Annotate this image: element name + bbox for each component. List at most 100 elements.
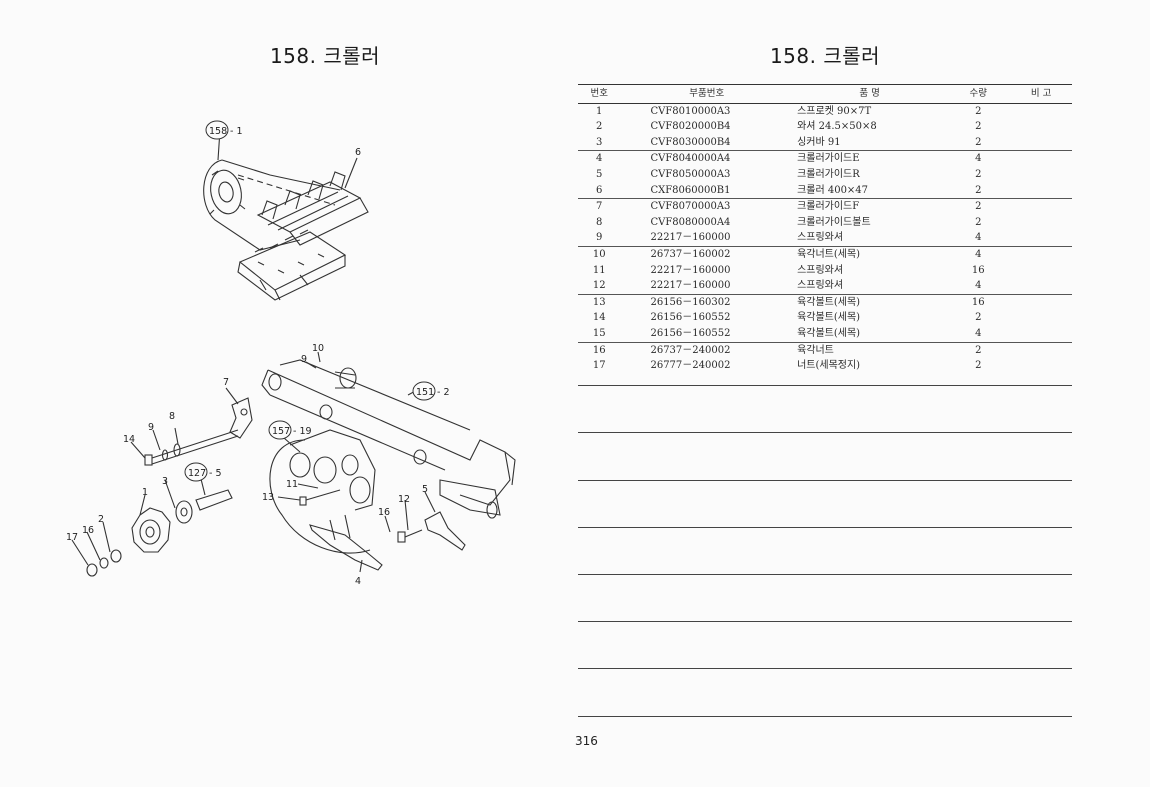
cell-remarks	[1010, 199, 1072, 215]
cell-remarks	[1010, 246, 1072, 262]
cell-qty: 2	[975, 216, 982, 228]
callout-127-label: 127	[188, 468, 206, 479]
part-number-4: 4	[355, 576, 361, 587]
cell-remarks	[1010, 215, 1072, 231]
exploded-parts-diagram: 158 - 1 151 - 2 157 - 19 127 - 5 1 2 3 4…	[66, 120, 516, 587]
cell-qty: 4	[975, 248, 982, 260]
callout-157-label: 157	[272, 426, 290, 437]
cell-no: 14	[592, 312, 606, 324]
blank-line	[578, 432, 1072, 433]
cell-name: 스프링와셔	[793, 230, 947, 247]
cell-name: 크롤러가이드볼트	[797, 216, 871, 228]
cell-no: 10	[592, 248, 606, 260]
cell-remarks	[1010, 325, 1072, 343]
cell-name: 싱커바 91	[793, 134, 947, 152]
cell-part-number: 26156－160552	[650, 312, 731, 324]
cell-part-number: CVF8030000B4	[620, 134, 794, 152]
cell-remarks	[1010, 134, 1072, 152]
callout-151-item: - 2	[437, 387, 450, 398]
cell-no: 2	[596, 121, 603, 133]
cell-qty: 16	[971, 264, 985, 276]
callout-158-item: - 1	[230, 126, 243, 137]
cell-qty: 2	[975, 344, 982, 356]
header-qty: 수량	[946, 84, 1011, 104]
cell-qty: 16	[971, 296, 985, 308]
track-frame-drawing	[71, 129, 516, 577]
cell-part-number: 26777－240002	[650, 360, 731, 372]
blank-line	[578, 385, 1072, 386]
cell-no: 16	[592, 344, 606, 356]
cell-remarks	[1010, 230, 1072, 247]
part-number-13: 13	[262, 492, 274, 503]
cell-remarks	[1010, 342, 1072, 358]
part-number-7: 7	[223, 377, 229, 388]
cell-part-number: 22217－160000	[650, 264, 731, 276]
part-number-12: 12	[398, 494, 410, 505]
cell-part-number: CVF8020000B4	[650, 121, 731, 133]
cell-qty: 2	[975, 312, 982, 324]
cell-no: 12	[578, 278, 621, 295]
cell-remarks	[1010, 182, 1072, 200]
part-number-9b: 9	[301, 354, 307, 365]
cell-remarks	[1010, 103, 1072, 119]
cell-part-number: CVF8050000A3	[650, 168, 731, 180]
cell-name: 와셔 24.5×50×8	[797, 121, 877, 133]
cell-name: 육각너트	[797, 344, 834, 356]
callout-127-bubble	[184, 462, 208, 482]
header-no: 번호	[578, 84, 621, 104]
cell-no: 5	[596, 168, 603, 180]
cell-part-number: CVF8040000A4	[650, 153, 731, 165]
crawler-track-drawing	[203, 159, 369, 301]
part-number-14: 14	[123, 434, 135, 445]
cell-remarks	[1010, 358, 1072, 374]
cell-qty: 2	[975, 360, 982, 372]
cell-part-number: CVF8010000A3	[650, 105, 731, 117]
cell-no: 11	[592, 264, 606, 276]
cell-no: 15	[578, 325, 621, 343]
cell-part-number: CVF8080000A4	[650, 216, 731, 228]
cell-no: 6	[578, 182, 621, 200]
cell-remarks	[1010, 167, 1072, 183]
part-number-16b: 16	[378, 507, 390, 518]
callout-157-bubble	[268, 420, 292, 440]
part-number-11: 11	[286, 479, 298, 490]
part-number-1: 1	[142, 487, 148, 498]
cell-remarks	[1010, 119, 1072, 135]
header-name: 품 명	[793, 84, 947, 104]
part-number-3: 3	[162, 476, 168, 487]
cell-remarks	[1010, 294, 1072, 310]
header-remarks: 비 고	[1010, 84, 1072, 104]
cell-qty: 4	[946, 325, 1011, 343]
cell-name: 육각볼트(세목)	[797, 296, 861, 308]
blank-line	[578, 668, 1072, 669]
blank-line	[578, 527, 1072, 528]
part-number-10: 10	[312, 343, 324, 354]
cell-part-number: 22217－160000	[620, 230, 794, 247]
callout-157-item: - 19	[293, 426, 312, 437]
part-number-9a: 9	[148, 422, 154, 433]
cell-part-number: 26156－160552	[620, 325, 794, 343]
cell-part-number: CVF8070000A3	[650, 201, 731, 213]
right-page-title: 158. 크롤러	[769, 44, 881, 68]
cell-no: 3	[578, 134, 621, 152]
cell-no: 13	[592, 296, 606, 308]
cell-qty: 2	[975, 168, 982, 180]
cell-qty: 2	[946, 182, 1011, 200]
cell-qty: 2	[975, 105, 982, 117]
part-number-8: 8	[169, 411, 175, 422]
cell-part-number: 26156－160302	[650, 296, 731, 308]
cell-qty: 2	[946, 134, 1011, 152]
cell-name: 스프링와셔	[797, 264, 844, 276]
callout-151-label: 151	[416, 387, 434, 398]
cell-remarks	[1010, 263, 1072, 279]
cell-no: 17	[592, 360, 606, 372]
blank-line	[578, 480, 1072, 481]
